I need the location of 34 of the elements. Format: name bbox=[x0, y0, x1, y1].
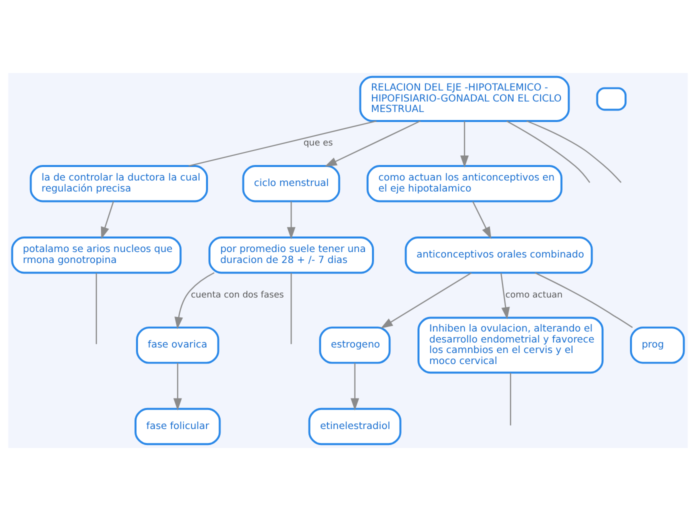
node-box: la de controlar la ductora la cual regulación precisa bbox=[30, 164, 208, 202]
node-box: anticonceptivos orales combinado bbox=[404, 236, 593, 274]
arrow bbox=[500, 272, 510, 319]
node-box: potalamo se arios nucleos que rmona gonotropina bbox=[11, 236, 182, 274]
edge-label: como actuan bbox=[505, 290, 563, 300]
arrow bbox=[324, 120, 421, 166]
connector bbox=[290, 272, 292, 344]
node-box bbox=[596, 86, 627, 110]
connector bbox=[526, 120, 622, 182]
arrow bbox=[460, 120, 469, 168]
node-box: etinelestradiol bbox=[308, 407, 402, 445]
node-box: prog bbox=[630, 326, 685, 364]
node-box: ciclo menstrual bbox=[242, 164, 340, 202]
arrow bbox=[472, 200, 492, 239]
node-box: Inhiben la ovulacion, alterando el desarrollo endometrial y favorece los camnbios en el cervis y el moco cervical bbox=[418, 316, 604, 374]
connector bbox=[534, 272, 633, 328]
connector bbox=[96, 272, 97, 344]
node-box: como actuan los anticonceptivos en el eje hipotalamico bbox=[366, 164, 562, 202]
arrow bbox=[100, 200, 114, 239]
arrow bbox=[286, 200, 296, 239]
arrow bbox=[350, 362, 360, 410]
connector bbox=[510, 372, 512, 425]
arrow bbox=[380, 272, 472, 328]
arrow bbox=[173, 362, 182, 410]
arrow bbox=[174, 272, 214, 329]
edge-label: que es bbox=[303, 138, 333, 148]
node-box: fase ovarica bbox=[136, 326, 220, 364]
edge-label: cuenta con dos fases bbox=[190, 290, 284, 300]
node-box: por promedio suele tener una duracion de 28 + /- 7 dias bbox=[208, 236, 374, 274]
connector bbox=[188, 120, 377, 166]
node-box: RELACION DEL EJE -HIPOTALEMICO - HIPOFISIARIO-GONADAL CON EL CICLO MESTRUAL bbox=[359, 75, 570, 122]
node-box: estrogeno bbox=[319, 326, 391, 364]
node-box: fase folicular bbox=[134, 407, 221, 445]
connector bbox=[506, 120, 590, 182]
